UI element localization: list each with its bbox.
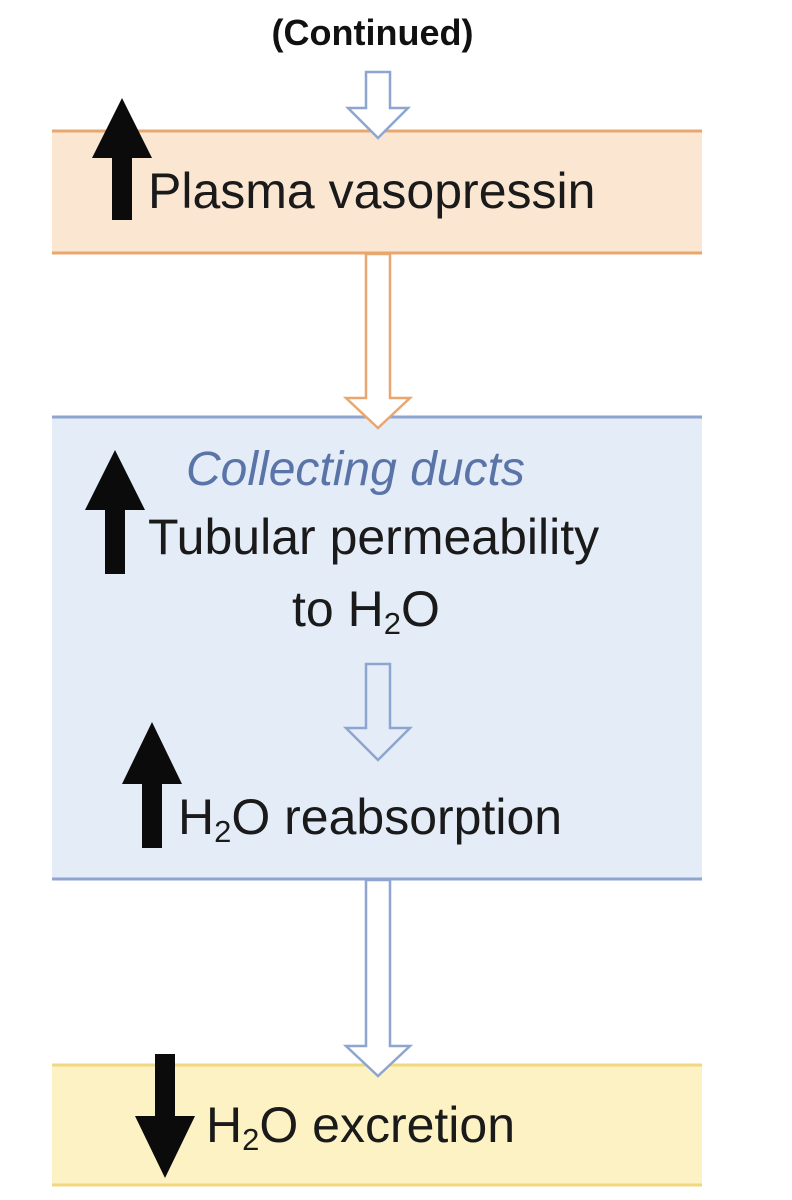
reabsorption-suffix: O reabsorption xyxy=(231,789,563,845)
to-h2o-subscript: 2 xyxy=(383,605,401,641)
continued-label: (Continued) xyxy=(271,12,474,53)
tubular-permeability-label: Tubular permeability xyxy=(148,509,600,565)
excretion-prefix: H xyxy=(206,1097,243,1153)
arrow-up-icon xyxy=(92,98,152,220)
connector-arrow-vasopressin-to-ducts xyxy=(342,252,414,430)
connector-arrow-continued-to-vasopressin xyxy=(344,70,412,140)
excretion-subscript: 2 xyxy=(242,1121,260,1157)
vasopressin-label: Plasma vasopressin xyxy=(148,163,596,219)
reabsorption-subscript: 2 xyxy=(214,813,232,849)
collecting-ducts-title: Collecting ducts xyxy=(186,443,525,496)
reabsorption-prefix: H xyxy=(178,789,215,845)
arrow-up-icon xyxy=(85,450,145,574)
h2o-reabsorption-label: H2O reabsorption xyxy=(178,788,562,850)
arrow-down-icon xyxy=(135,1054,195,1178)
excretion-suffix: O excretion xyxy=(259,1097,516,1153)
connector-arrow-ducts-to-excretion xyxy=(342,878,414,1078)
to-h2o-prefix: to H xyxy=(292,581,384,637)
connector-arrow-permeability-to-reabsorption xyxy=(342,662,414,762)
arrow-up-icon xyxy=(122,722,182,848)
to-h2o-label: to H2O xyxy=(292,580,440,642)
h2o-excretion-label: H2O excretion xyxy=(206,1096,515,1158)
to-h2o-suffix: O xyxy=(400,581,440,637)
